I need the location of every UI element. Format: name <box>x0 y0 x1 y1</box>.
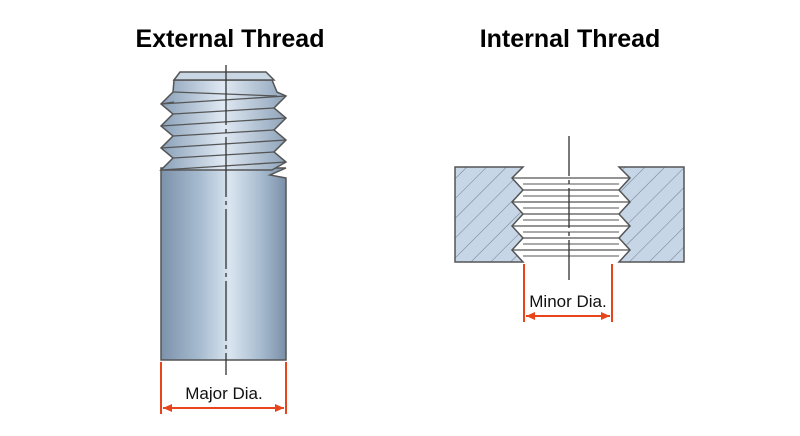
block-right-section <box>617 166 685 263</box>
minor-diameter-dimension <box>523 264 613 322</box>
bolt-helix-lines <box>160 91 287 171</box>
minor-diameter-label: Minor Dia. <box>529 292 606 311</box>
external-thread-bolt <box>159 65 288 375</box>
internal-thread-title: Internal Thread <box>480 25 661 53</box>
block-left-section <box>454 166 525 263</box>
nut-helix-lines <box>512 177 630 257</box>
bolt-shank <box>160 167 287 361</box>
internal-thread-block <box>454 136 685 280</box>
major-diameter-label: Major Dia. <box>185 384 262 403</box>
external-thread-title: External Thread <box>136 25 325 53</box>
bolt-chamfer <box>172 71 276 81</box>
major-diameter-dimension <box>160 362 287 414</box>
